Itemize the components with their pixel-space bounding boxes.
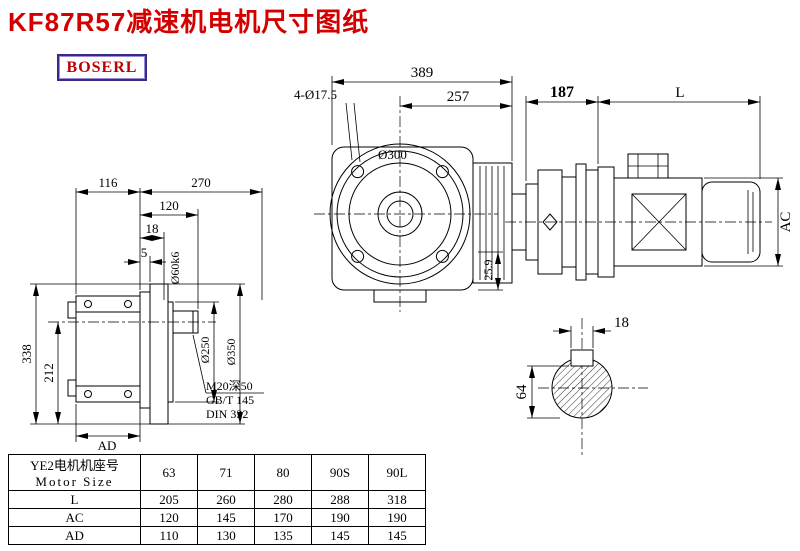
dim-shaft-dia-label: Ø60k6 <box>168 252 182 285</box>
dim-187-label: 187 <box>550 84 574 101</box>
table-cell: 145 <box>311 526 369 545</box>
bolt-hole <box>435 249 449 263</box>
table-cell: 120 <box>140 508 198 527</box>
fan-cover <box>701 181 761 263</box>
table-cell: 170 <box>254 508 312 527</box>
table-cell: 110 <box>140 526 198 545</box>
note-din-standard: DIN 332 <box>206 407 248 421</box>
dim-389-label: 389 <box>411 65 434 81</box>
dim-350-label: Ø350 <box>224 339 238 366</box>
flange-spigot <box>167 301 174 403</box>
motor-dimensions: 187 L AC <box>525 84 794 267</box>
table-cell: 145 <box>197 508 255 527</box>
table-cell: 130 <box>197 526 255 545</box>
brand-logo: BOSERL <box>57 54 147 81</box>
dim-270-label: 270 <box>191 175 211 190</box>
dim-key-width-label: 18 <box>614 315 629 331</box>
table-cell: 190 <box>368 508 426 527</box>
note-gb-standard: GB/T 145 <box>206 393 254 407</box>
output-shaft <box>172 310 199 334</box>
dim-250-label: Ø250 <box>198 337 212 364</box>
table-header-size: 90L <box>368 454 426 491</box>
table-header-en: Motor Size <box>35 474 114 489</box>
dim-ac-label: AC <box>778 212 794 233</box>
table-cell: 135 <box>254 526 312 545</box>
front-view-dimensions: 389 257 4-Ø17.5 Ø300 25.9 <box>294 65 513 291</box>
housing-outline <box>331 146 474 291</box>
flange-outer-circle <box>329 143 471 285</box>
dim-120-label: 120 <box>159 198 179 213</box>
dim-338-label: 338 <box>19 344 34 364</box>
table-header-size: 63 <box>140 454 198 491</box>
table-cell: 145 <box>368 526 426 545</box>
housing-foot <box>373 289 427 303</box>
dim-25-9-label: 25.9 <box>481 260 495 281</box>
bolt-hole <box>351 249 365 263</box>
keyway <box>570 349 594 367</box>
dim-64-label: 64 <box>514 384 530 400</box>
flange-inner-circle <box>348 162 452 266</box>
table-cell: 280 <box>254 490 312 509</box>
side-view-dimensions: 116 270 120 18 5 Ø60k6 338 212 AD Ø250 Ø… <box>19 175 264 453</box>
bolt-hole <box>351 165 365 179</box>
motor-size-table: YE2电机机座号 Motor Size 63 71 80 90S 90L L 2… <box>8 454 426 545</box>
row-label: AC <box>8 508 141 527</box>
page-title: KF87R57减速机电机尺寸图纸 <box>8 7 370 37</box>
gearbox-neck <box>139 291 151 409</box>
table-header-row: YE2电机机座号 Motor Size 63 71 80 90S 90L <box>8 454 426 491</box>
motor-winding-block <box>631 193 687 251</box>
dim-257-label: 257 <box>447 89 470 105</box>
table-cell: 205 <box>140 490 198 509</box>
table-cell: 318 <box>368 490 426 509</box>
table-header-cn: YE2电机机座号 <box>30 458 119 473</box>
bolt-hole <box>435 165 449 179</box>
dim-212-label: 212 <box>41 363 56 383</box>
note-tap-hole: M20深50 <box>206 379 253 393</box>
dim-l-label: L <box>675 85 684 101</box>
shaft-bore-circle <box>386 200 414 228</box>
row-label: L <box>8 490 141 509</box>
shaft-section-view: 18 64 <box>514 315 648 458</box>
dim-116-label: 116 <box>98 175 118 190</box>
dim-18-label: 18 <box>146 221 159 236</box>
table-header-size: 80 <box>254 454 312 491</box>
dim-300-label: Ø300 <box>378 147 407 162</box>
table-row-AC: AC 120 145 170 190 190 <box>8 508 426 527</box>
table-cell: 260 <box>197 490 255 509</box>
row-label: AD <box>8 526 141 545</box>
dim-5-label: 5 <box>141 245 148 260</box>
table-cell: 190 <box>311 508 369 527</box>
coupling-diamond <box>542 213 558 231</box>
output-flange <box>149 283 169 425</box>
dim-ad-label: AD <box>98 438 117 453</box>
motor-view <box>505 153 772 281</box>
dim-bolt-holes-label: 4-Ø17.5 <box>294 87 337 102</box>
table-row-L: L 205 260 280 288 318 <box>8 490 426 509</box>
shaft-section-circle <box>551 357 613 419</box>
bolt-boss-top <box>67 301 77 319</box>
flange-spigot-circle <box>336 150 464 278</box>
table-header-motor-size: YE2电机机座号 Motor Size <box>8 454 141 491</box>
table-cell: 288 <box>311 490 369 509</box>
table-header-size: 71 <box>197 454 255 491</box>
table-row-AD: AD 110 130 135 145 145 <box>8 526 426 545</box>
bolt-boss-bottom <box>67 379 77 397</box>
hub-circle <box>377 191 423 237</box>
side-view <box>48 283 216 425</box>
table-header-size: 90S <box>311 454 369 491</box>
